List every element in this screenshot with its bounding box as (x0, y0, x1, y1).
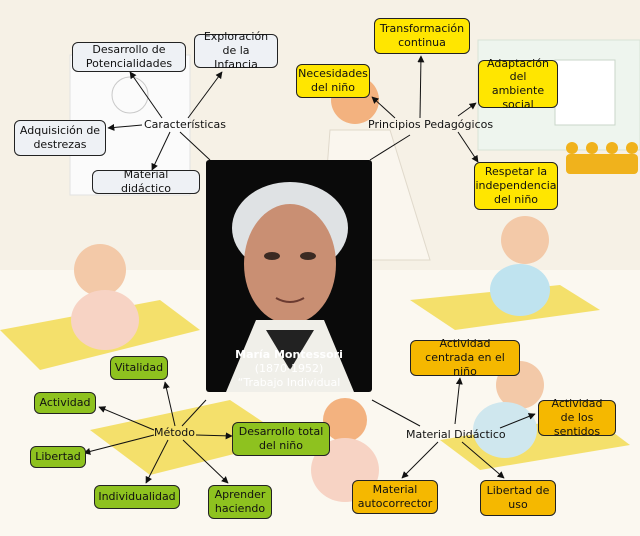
person-name: María Montessori (235, 348, 343, 361)
node-libertad-uso: Libertad de uso (480, 480, 556, 516)
node-individualidad: Individualidad (94, 485, 180, 509)
node-actividad: Actividad (34, 392, 96, 414)
node-actividad-centrada: Actividad centrada en el niño (410, 337, 520, 378)
node-material-autocorrector: Material autocorrector (352, 480, 438, 514)
node-libertad: Libertad (30, 446, 86, 468)
hub-principios: Principios Pedagógicos (368, 118, 494, 131)
node-desarrollo-total: Desarrollo total del niño (232, 422, 330, 456)
node-desarrollo-potencialidades: Desarrollo de Potencialidades (72, 42, 186, 72)
person-motto: “Trabajo Individual (237, 375, 341, 389)
hub-material-didactico: Material Didáctico (406, 428, 506, 441)
node-vitalidad: Vitalidad (110, 356, 168, 380)
node-actividad-sentidos: Actividad de los sentidos (538, 397, 616, 438)
node-adquisicion-destrezas: Adquisición de destrezas (14, 120, 106, 156)
portrait-illustration (226, 182, 354, 392)
montessori-portrait: María Montessori (1870-1952) “Trabajo In… (206, 160, 372, 392)
node-aprender-haciendo: Aprender haciendo (208, 485, 272, 519)
hub-caracteristicas: Características (144, 118, 227, 131)
hub-metodo: Método (154, 426, 196, 439)
node-transformacion-continua: Transformación continua (374, 18, 470, 54)
node-adaptacion-ambiente: Adaptación del ambiente social (478, 57, 558, 111)
person-years: (1870-1952) (254, 361, 324, 375)
node-necesidades-nino: Necesidades del niño (296, 64, 370, 98)
portrait-caption: María Montessori (1870-1952) “Trabajo In… (206, 348, 372, 389)
node-material-didactico: Material didáctico (92, 168, 200, 195)
node-respetar-independencia: Respetar la independencia del niño (474, 162, 558, 210)
node-exploracion-infancia: Exploración de la Infancia (194, 30, 278, 71)
